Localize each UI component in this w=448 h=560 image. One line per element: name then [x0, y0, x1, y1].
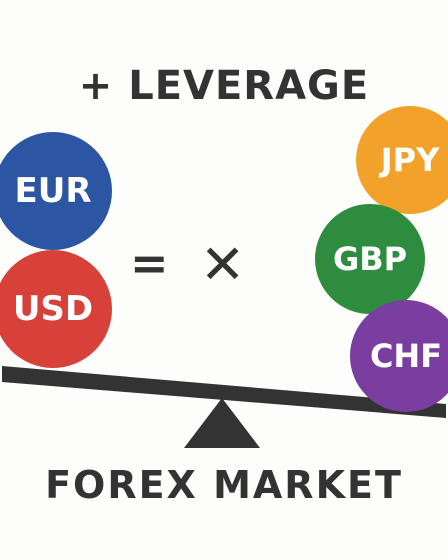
equals-sign: = [130, 236, 169, 290]
multiply-sign: ✕ [200, 233, 246, 296]
coin-chf: CHF [350, 300, 448, 412]
coin-eur: EUR [0, 132, 112, 250]
heading: + LEVERAGE [78, 63, 370, 109]
footer-title: FOREX MARKET [45, 463, 403, 507]
coin-usd-label: USD [12, 289, 94, 329]
scale-fulcrum [184, 398, 260, 448]
coin-jpy: JPY [356, 106, 448, 214]
coin-gbp: GBP [315, 204, 425, 314]
coin-chf-label: CHF [369, 337, 443, 375]
scale-beam [2, 366, 446, 418]
coin-eur-label: EUR [14, 171, 92, 211]
coin-gbp-label: GBP [332, 240, 408, 278]
coin-jpy-label: JPY [380, 141, 440, 179]
coin-usd: USD [0, 250, 112, 368]
